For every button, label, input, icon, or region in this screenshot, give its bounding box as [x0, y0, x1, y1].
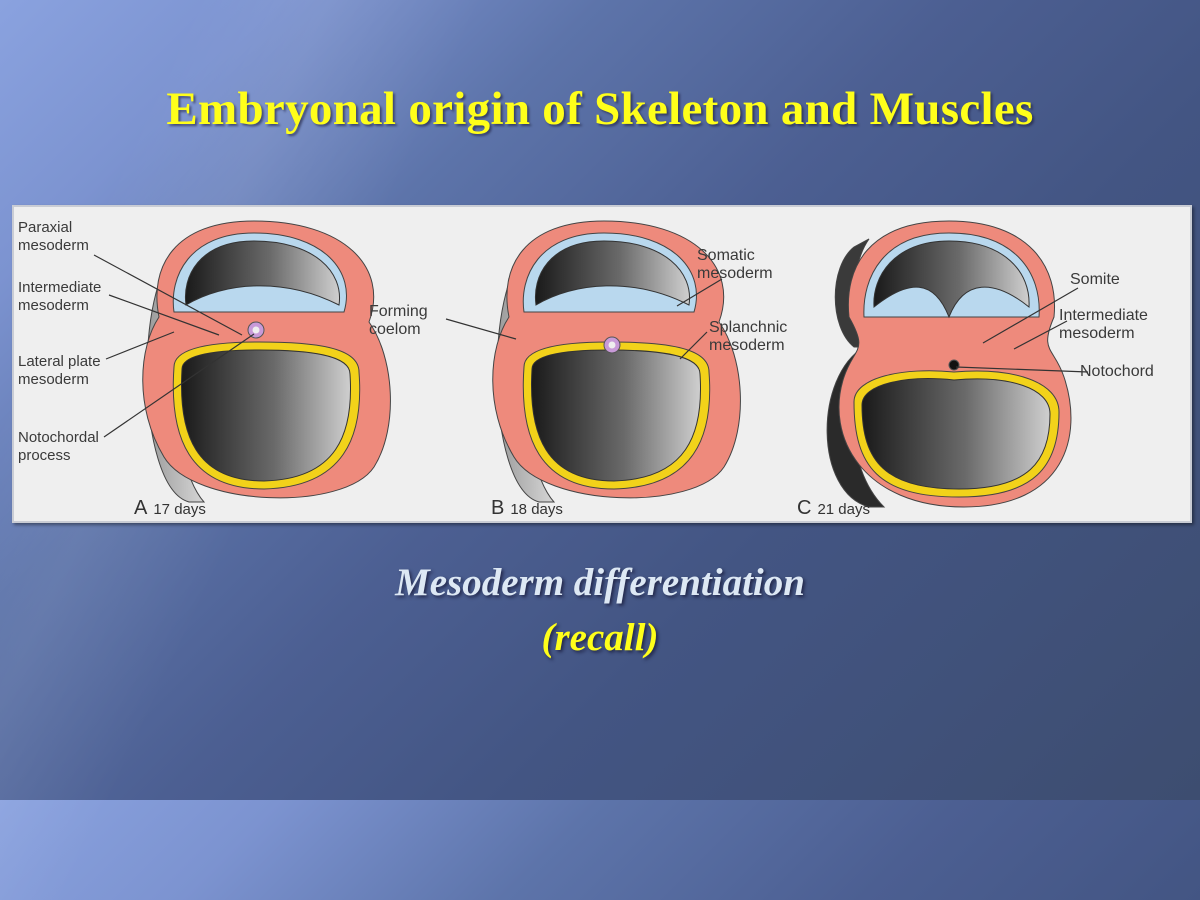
label-line: Forming [369, 303, 428, 320]
label-notochordal-process: Notochordal process [18, 429, 99, 465]
leader-lines [93, 254, 1089, 438]
label-line: mesoderm [697, 265, 773, 282]
label-line: Lateral plate [18, 353, 101, 370]
label-line: process [18, 447, 71, 464]
label-line: mesoderm [709, 337, 785, 354]
label-intermediate-mesoderm-a: Intermediate mesoderm [18, 279, 101, 315]
label-paraxial-mesoderm: Paraxial mesoderm [18, 219, 89, 255]
label-line: Notochord [1080, 363, 1154, 380]
panel-letter: C [797, 497, 812, 519]
panel-b-caption: B 18 days [491, 497, 563, 520]
label-line: Paraxial [18, 219, 73, 236]
label-line: Splanchnic [709, 319, 788, 336]
label-splanchnic-mesoderm: Splanchnic mesoderm [709, 319, 787, 355]
label-notochord: Notochord [1080, 363, 1154, 381]
label-intermediate-mesoderm-c: Intermediate mesoderm [1059, 307, 1148, 343]
label-line: Intermediate [1059, 307, 1148, 324]
panel-b-embryo [492, 220, 741, 503]
label-line: Intermediate [18, 279, 102, 296]
label-somite: Somite [1070, 271, 1120, 289]
slide-title: Embryonal origin of Skeleton and Muscles [166, 83, 1034, 135]
label-lateral-plate-mesoderm: Lateral plate mesoderm [18, 353, 101, 389]
label-forming-coelom: Forming coelom [369, 303, 428, 339]
embryo-diagram-svg [93, 220, 1089, 508]
embryo-cross-section-figure: Paraxial mesoderm Intermediate mesoderm … [12, 205, 1192, 523]
panel-age: 17 days [153, 501, 206, 518]
label-somatic-mesoderm: Somatic mesoderm [697, 247, 773, 283]
panel-age: 21 days [817, 501, 870, 518]
panel-c-embryo [826, 220, 1072, 508]
label-line: mesoderm [18, 237, 89, 254]
panel-letter: A [134, 497, 148, 519]
panel-c-caption: C 21 days [797, 497, 870, 520]
subtitle-mesoderm-differentiation: Mesoderm differentiation [395, 561, 805, 604]
label-line: mesoderm [1059, 325, 1135, 342]
label-line: Somatic [697, 247, 755, 264]
panel-age: 18 days [510, 501, 563, 518]
panel-a-embryo [142, 220, 391, 503]
label-line: mesoderm [18, 297, 89, 314]
label-line: mesoderm [18, 371, 89, 388]
subtitle-recall: (recall) [541, 616, 659, 659]
panel-letter: B [491, 497, 505, 519]
label-line: coelom [369, 321, 421, 338]
label-line: Somite [1070, 271, 1120, 288]
label-line: Notochordal [18, 429, 99, 446]
panel-a-caption: A 17 days [134, 497, 206, 520]
